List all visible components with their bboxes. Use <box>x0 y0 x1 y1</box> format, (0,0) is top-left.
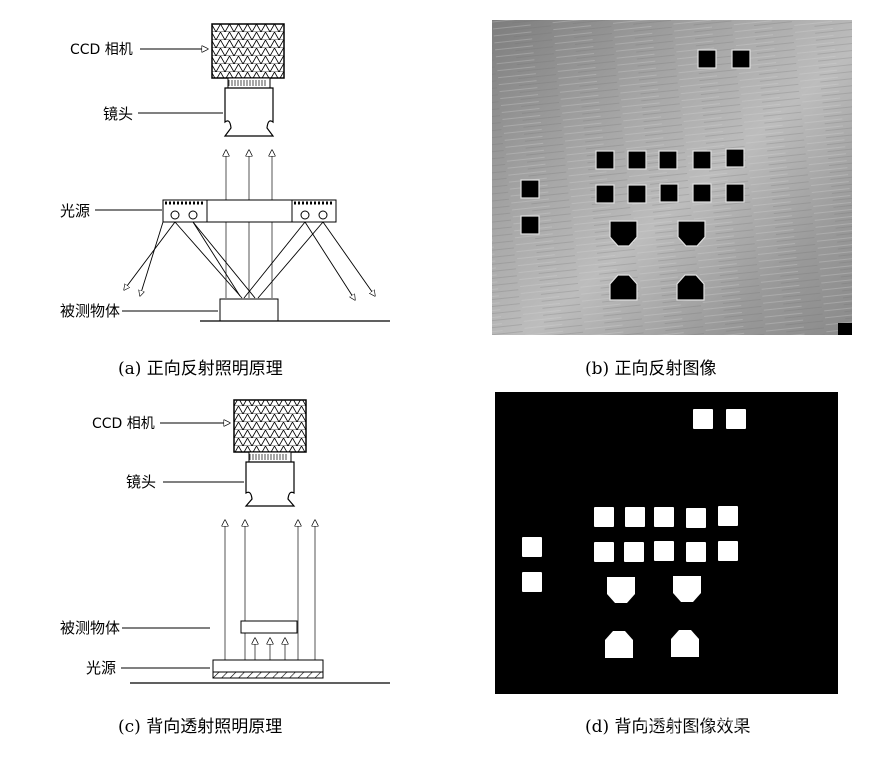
image-front-reflection <box>492 20 852 335</box>
ccd-camera-c <box>233 399 307 453</box>
label-ccd-camera-c: CCD 相机 <box>92 416 155 432</box>
label-light-source: 光源 <box>60 202 90 220</box>
label-lens: 镜头 <box>103 105 133 123</box>
test-object-c <box>240 620 298 634</box>
label-ccd-camera: CCD 相机 <box>70 42 133 58</box>
incident-rays <box>124 221 375 300</box>
diagram-back-transmission: CCD 相机 镜头 被测物体 光源 <box>60 399 390 684</box>
label-lens-c: 镜头 <box>126 473 156 491</box>
caption-c: (c) 背向透射照明原理 <box>118 717 283 737</box>
transmitted-rays <box>225 520 315 660</box>
label-light-source-c: 光源 <box>86 659 116 677</box>
caption-a: (a) 正向反射照明原理 <box>118 359 283 379</box>
reflected-rays <box>226 150 272 298</box>
lens <box>223 77 275 137</box>
watermark-text: 知乎 @mk123qwe <box>640 712 835 737</box>
lens-c <box>244 451 296 507</box>
holes-dark <box>520 49 751 301</box>
ccd-camera <box>211 23 285 79</box>
label-object-c: 被测物体 <box>60 619 120 637</box>
test-object <box>219 298 279 322</box>
image-back-transmission <box>495 392 838 694</box>
label-object: 被测物体 <box>60 302 120 320</box>
watermark: 知乎 @mk123qwe CSDN @m0_42291876 <box>640 706 835 763</box>
holes-bright <box>522 409 746 658</box>
caption-d: (d) 背向透射图像效果 <box>585 717 751 737</box>
diagram-front-reflection: CCD 相机 镜头 光源 被测物体 <box>60 23 390 322</box>
ring-light-source <box>162 199 337 223</box>
backlight-source <box>212 659 324 679</box>
caption-b: (b) 正向反射图像 <box>585 359 717 379</box>
